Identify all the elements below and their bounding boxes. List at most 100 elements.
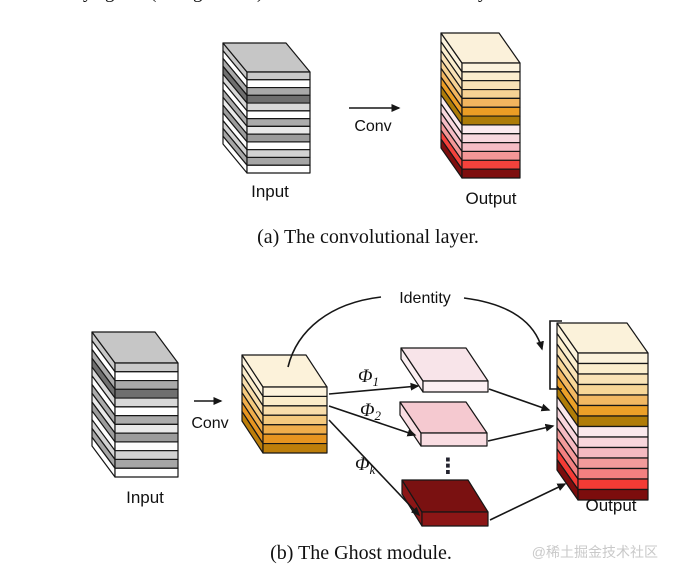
ghost-map-slab-2 [399,401,488,447]
identity-curve-left [287,296,382,368]
phi1-label: Φ1 [358,366,379,389]
panel-b: Identity Conv Input Output Φ1 Φ2 Φk ⋮ (b… [91,290,649,564]
layer-front [246,94,311,104]
phi2-arrow [328,405,417,437]
layer-front [114,397,179,408]
output-label-a: Output [465,189,516,208]
identity-bracket [549,320,562,390]
layer-front [461,80,521,91]
layer-front [577,478,649,491]
panel-a: Conv Input Output (a) The convolutional … [222,32,521,248]
phi1-base: Φ [358,366,372,387]
layer-front [262,433,328,445]
layer-front [577,425,649,438]
layer-front [262,424,328,435]
layer-front [246,133,311,143]
layer-front [246,118,311,127]
layer-front [420,432,488,447]
layer-front [461,97,521,108]
panel-b-primary-stack [241,354,328,454]
text-fragment: g [105,0,115,3]
slab2-output-arrow [487,423,555,442]
layer-front [577,373,649,386]
layer-front [461,142,521,153]
phi2-label: Φ2 [360,400,381,423]
slabk-output-arrow [489,483,567,521]
layer-front [461,133,521,144]
panel-b-caption: (b) The Ghost module. [270,542,452,564]
panel-b-output-stack [556,322,649,501]
layer-front [246,79,311,89]
identity-label: Identity [399,290,451,307]
layer-front [461,115,521,126]
phi2-base: Φ [360,400,374,421]
layer-front [114,467,179,478]
input-label-a: Input [251,182,289,201]
output-label-b: Output [585,496,636,515]
identity-arrow [463,297,544,351]
layer-front [461,62,521,73]
watermark: @稀土掘金技术社区 [532,544,658,560]
panel-a-input-stack [222,42,311,174]
ghost-map-slab-k [401,479,489,527]
layer-front [461,88,521,99]
conv-label-a: Conv [354,118,391,135]
layer-front [577,415,649,428]
layer-front [246,164,311,174]
layer-front [114,450,179,461]
layer-front [246,141,311,151]
cropped-text-fragments: yg(g)y [83,0,488,3]
layer-front [262,386,328,398]
layer-front [114,415,179,425]
layer-front [114,371,179,382]
panel-b-input-stack [91,331,179,478]
layer-front [246,125,311,135]
phi1-arrow [328,382,420,395]
layer-front [461,124,521,135]
layer-front [577,467,649,480]
layer-front [577,394,649,407]
ghost-map-slab-1 [400,347,489,393]
layer-front [577,404,649,417]
layer-front [246,156,311,166]
layer-front [577,383,649,396]
layer-front [114,379,179,390]
layer-front [461,106,521,117]
layer-front [577,488,649,501]
text-fragment: y [478,0,488,3]
phi1-sub: 1 [372,374,379,389]
layer-front [114,423,179,434]
layer-front [421,511,489,527]
phik-sub: k [369,462,375,477]
text-fragment: ( [150,0,156,3]
phik-label: Φk [355,454,375,477]
layer-front [114,406,179,417]
phik-base: Φ [355,454,369,475]
layer-front [246,102,311,112]
layer-front [461,150,521,161]
layer-front [262,395,328,407]
layer-front [114,388,179,399]
layer-front [246,149,311,159]
input-label-b: Input [126,488,164,507]
panel-a-caption: (a) The convolutional layer. [257,226,479,248]
layer-front [422,380,489,393]
layer-front [246,71,311,81]
conv-label-b: Conv [191,415,228,432]
layer-front [577,362,649,375]
text-fragment: ) [257,0,263,3]
panel-a-output-stack [440,32,521,179]
layer-front [577,436,649,449]
phik-arrow [328,419,421,517]
layer-front [461,71,521,82]
layer-front [246,86,311,96]
slab1-output-arrow [488,388,551,412]
vertical-ellipsis: ⋮ [438,454,459,478]
layer-front [114,362,179,373]
layer-front [262,414,328,426]
layer-front [577,457,649,470]
layer-front [577,446,649,459]
layer-front [577,352,649,365]
